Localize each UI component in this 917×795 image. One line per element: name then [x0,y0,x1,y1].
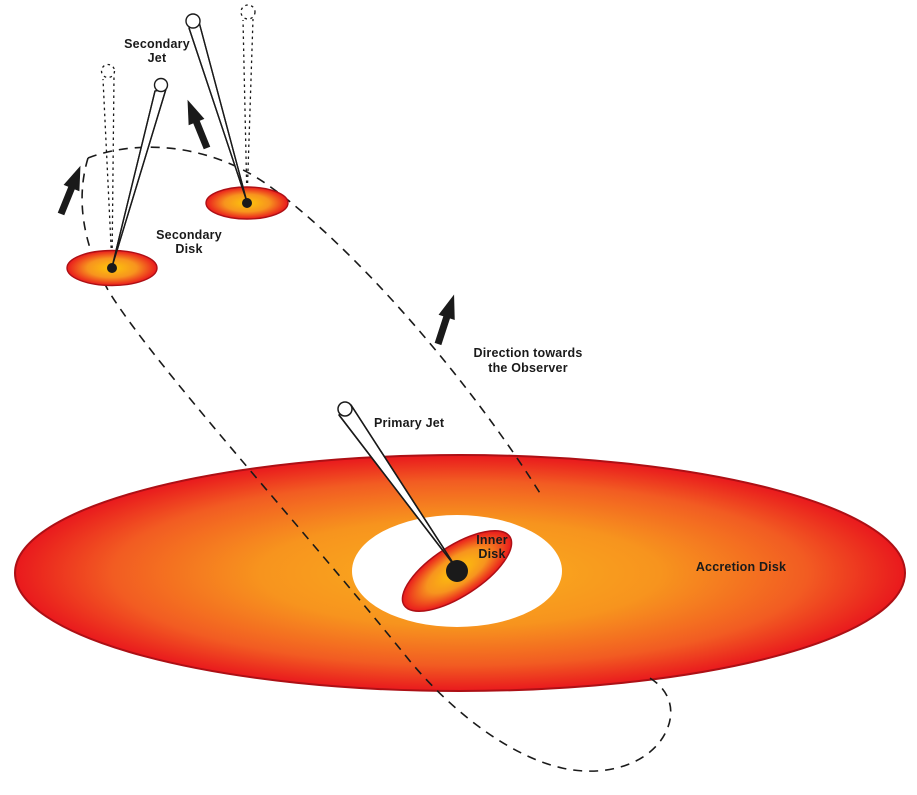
secondary-disk-label: Secondary Disk [156,228,222,256]
secondary-jet-2-edges [188,21,248,203]
motion-arrow-icon [187,99,211,150]
secondary-jet-label: Secondary Jet [124,37,190,65]
motion-arrow-shaft [57,183,76,216]
secondary-disk-label-line1: Secondary [156,228,222,242]
observer-direction-label-line1: Direction towards [474,346,583,360]
observer-arrow-shaft [434,313,451,346]
secondary-jet-2-dotted-tip-circle [240,4,256,20]
accretion-disk-label: Accretion Disk [696,560,786,574]
secondary-jet-2-precessed-dotted [242,18,254,202]
observer-direction-label-line2: the Observer [488,361,568,375]
observer-arrow-head [438,294,455,320]
secondary-jet-1-precessed-dotted [102,75,115,267]
motion-arrow-icon [57,165,81,216]
motion-arrow-head [63,165,81,192]
secondary-jet-label-line1: Secondary [124,37,190,51]
observer-direction-arrow-icon [434,294,455,346]
orbit-path-far [87,146,544,499]
orbit-path-near [81,157,672,772]
secondary-jet-1-edges [111,88,167,268]
central-black-hole-dot [446,560,468,582]
secondary-jet-1-dotted-tip-circle [100,63,116,79]
motion-arrow-head [187,99,205,126]
primary-jet-edges [338,404,458,570]
secondary-disk-label-line2: Disk [175,242,202,256]
secondary-disk-2-group [185,4,289,220]
secondary-jet-2-tip-circle [185,13,201,29]
inner-disk-label: Inner Disk [476,533,508,561]
observer-direction-label: Direction towards the Observer [474,346,583,375]
inner-disk-label-line1: Inner [476,533,508,547]
secondary-jet-label-line2: Jet [148,51,167,65]
secondary-jet-1-tip-circle [153,77,169,93]
secondary-disk-1-group [66,63,169,287]
secondary-disk-1-dot [107,263,117,273]
secondary-disk-2-dot [242,198,252,208]
inner-disk-label-line2: Disk [478,547,505,561]
primary-jet-label: Primary Jet [374,416,445,430]
primary-jet-tip-circle [337,401,353,417]
motion-arrow-shaft [192,117,211,150]
